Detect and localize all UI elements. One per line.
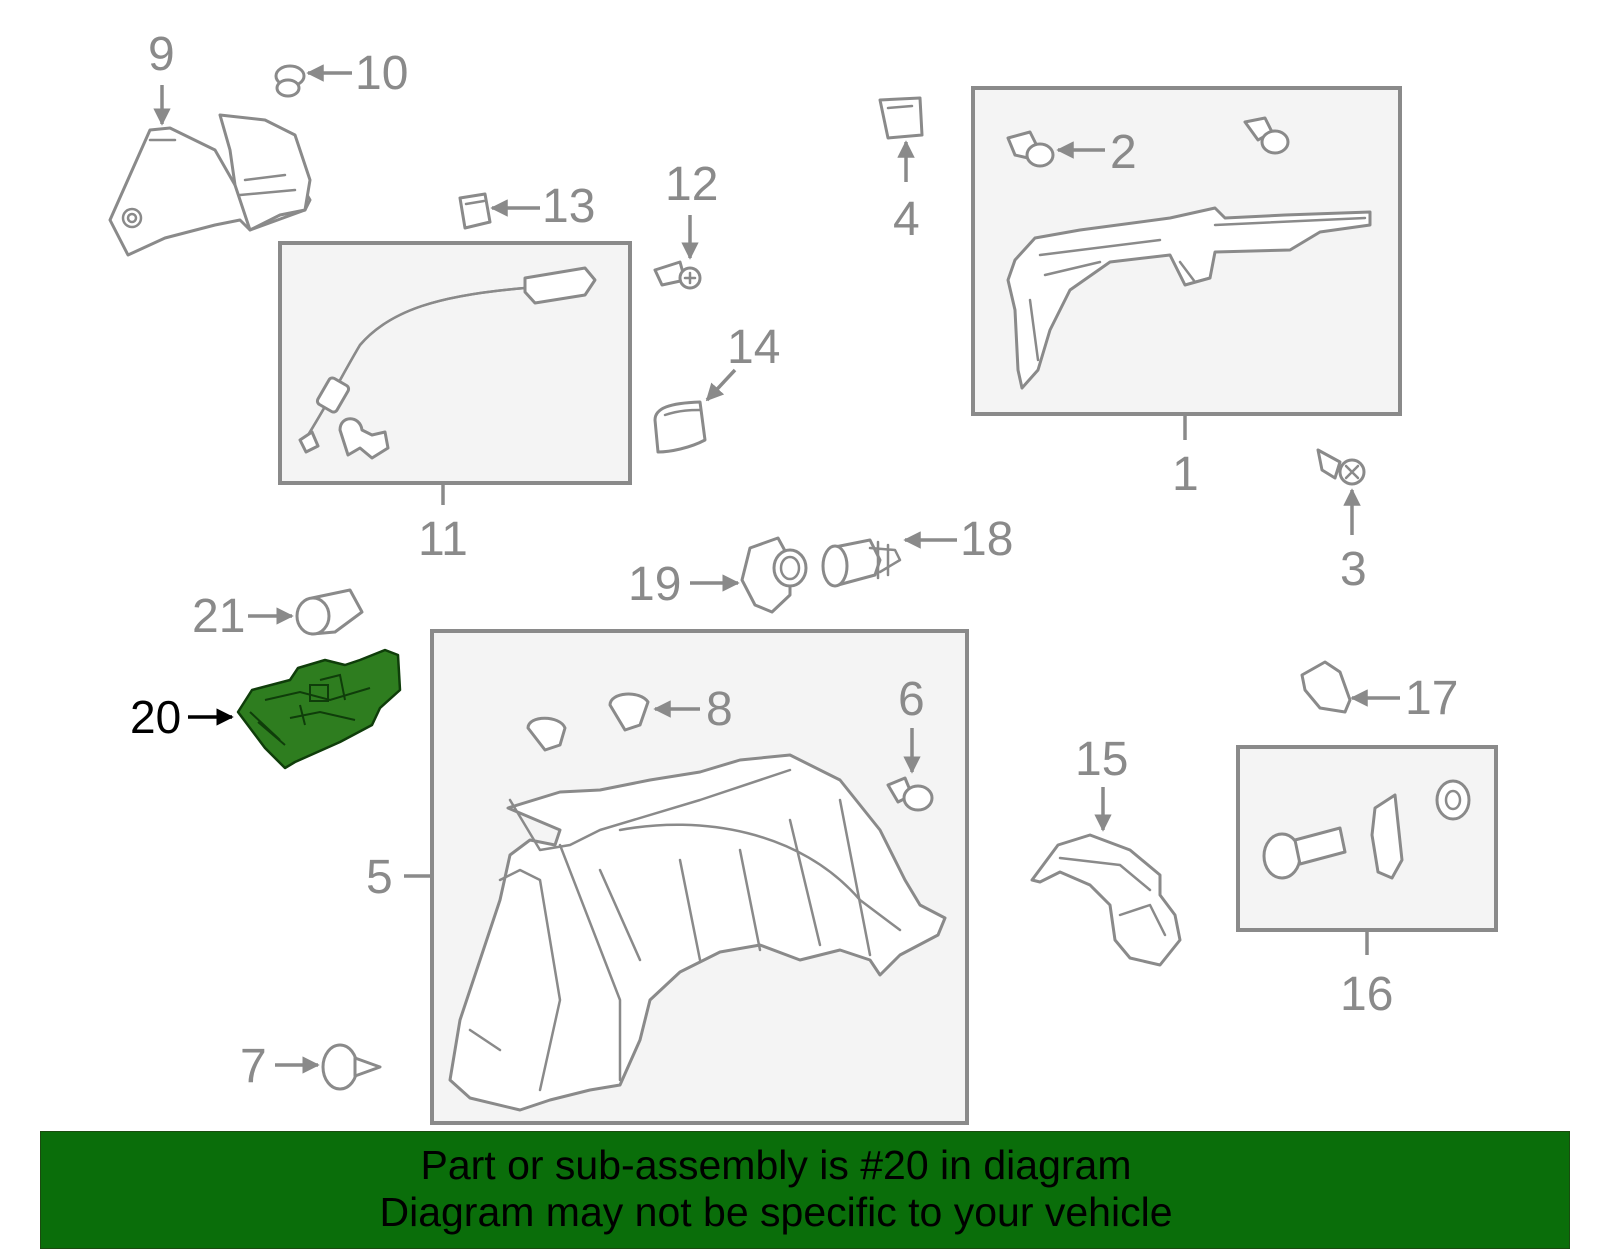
callout-label-16: 16 [1340,968,1393,1021]
callout-label-6: 6 [898,673,925,726]
callout-16: 16 [1340,932,1393,1021]
part-5-wheelhouse[interactable] [448,753,947,1112]
part-20-highlighted[interactable] [236,648,402,770]
callout-label-10: 10 [355,47,408,100]
callout-19: 19 [628,558,740,611]
callout-20: 20 [130,691,234,743]
callout-1: 1 [1172,416,1199,501]
callout-label-4: 4 [893,193,920,246]
callout-label-21: 21 [192,590,245,643]
callout-label-7: 7 [240,1040,267,1093]
part-6-clip[interactable] [886,776,934,812]
callout-18: 18 [903,513,1013,566]
part-4-clip[interactable] [878,96,924,140]
callout-label-8: 8 [706,683,733,736]
part-12-screw[interactable] [653,260,702,290]
callout-11: 11 [418,485,468,566]
part-2-clip[interactable] [1006,116,1290,168]
callout-17: 17 [1350,672,1458,725]
callout-label-14: 14 [727,321,780,374]
info-banner: Part or sub-assembly is #20 in diagram D… [40,1131,1570,1249]
callout-label-2: 2 [1110,126,1137,179]
part-3-screw[interactable] [1316,448,1366,486]
callout-15: 15 [1075,733,1128,832]
part-16-hardware[interactable] [1262,779,1471,880]
callout-label-13: 13 [542,180,595,233]
callout-label-11: 11 [418,513,468,566]
callout-label-3: 3 [1340,543,1367,596]
callout-21: 21 [192,590,294,643]
callout-label-1: 1 [1172,448,1199,501]
banner-disclaimer: Diagram may not be specific to your vehi… [379,1189,1173,1235]
callout-label-19: 19 [628,558,681,611]
callout-12: 12 [665,158,718,260]
part-14-cover[interactable] [653,400,707,454]
part-17-clip[interactable] [1300,660,1352,714]
callout-label-20: 20 [130,691,181,743]
part-18-plug[interactable] [821,538,902,588]
callout-label-9: 9 [148,28,175,81]
callout-13: 13 [490,180,595,233]
callout-label-18: 18 [960,513,1013,566]
callout-6: 6 [898,673,925,774]
callout-3: 3 [1340,488,1367,596]
callout-2: 2 [1056,126,1137,179]
callout-7: 7 [240,1040,320,1093]
part-19-grommet[interactable] [740,536,808,614]
part-21-cap[interactable] [295,588,364,636]
part-15-bracket[interactable] [1030,833,1182,967]
callout-label-12: 12 [665,158,718,211]
part-13-clip[interactable] [458,192,492,230]
part-9-bracket[interactable] [108,113,312,257]
callout-label-17: 17 [1405,672,1458,725]
banner-part-notice: Part or sub-assembly is #20 in diagram [420,1142,1132,1188]
callout-9: 9 [148,28,175,126]
part-7-clip[interactable] [321,1043,382,1091]
callout-label-15: 15 [1075,733,1128,786]
callout-5: 5 [366,851,432,904]
callout-10: 10 [306,47,408,100]
part-11-cable[interactable] [298,266,597,460]
callout-8: 8 [653,683,733,736]
callout-4: 4 [893,140,920,246]
callout-14: 14 [705,321,780,402]
part-8-clip[interactable] [526,692,650,752]
part-1-panel[interactable] [1006,206,1372,390]
part-10-clip[interactable] [274,64,306,98]
callout-label-5: 5 [366,851,393,904]
